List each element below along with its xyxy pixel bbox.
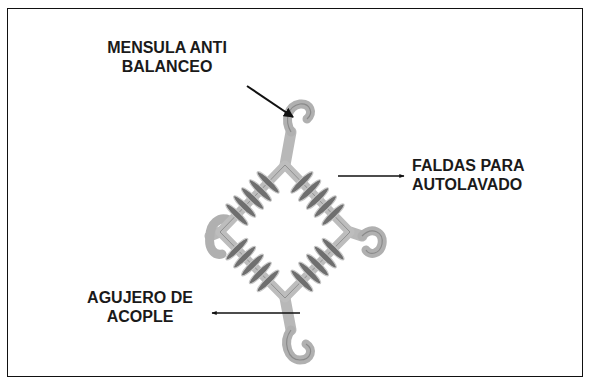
leader-arrow	[247, 86, 293, 117]
leader-arrow	[212, 312, 300, 313]
part-label: AGUJERO DE ACOPLE	[72, 288, 208, 326]
shed-skirt	[255, 170, 281, 195]
leader-arrow	[338, 175, 404, 176]
part-label: MENSULA ANTI BALANCEO	[92, 38, 242, 76]
shed-skirt	[320, 202, 346, 227]
shed-skirt	[289, 268, 315, 294]
shed-skirts	[224, 170, 346, 294]
spacer-body	[210, 104, 383, 360]
part-label: FALDAS PARA AUTOLAVADO	[412, 156, 572, 194]
frame-border	[8, 9, 583, 377]
shed-skirt	[224, 236, 250, 262]
